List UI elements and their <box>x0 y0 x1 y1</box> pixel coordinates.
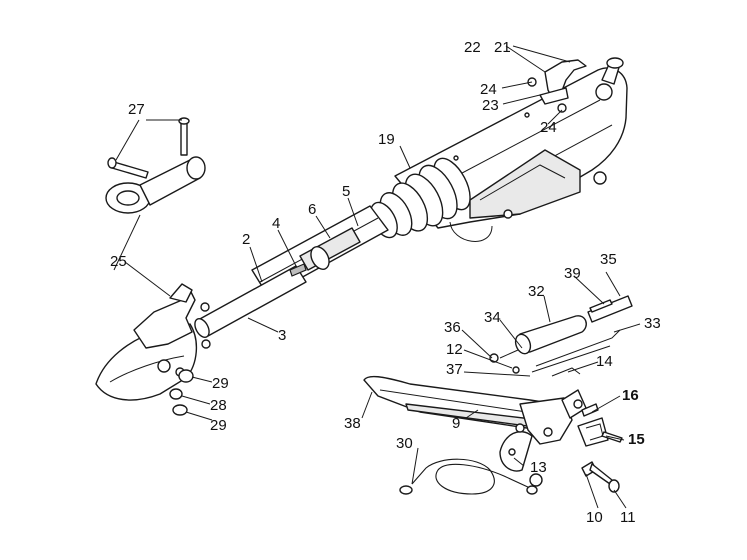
label-29-top: 29 <box>212 375 229 392</box>
label-33: 33 <box>644 315 661 332</box>
bellows <box>370 157 471 239</box>
top-bracket-parts <box>524 59 587 118</box>
coupling-head <box>95 283 197 401</box>
label-12: 12 <box>446 341 463 358</box>
ratchet-plate <box>499 423 543 487</box>
label-4: 4 <box>272 215 280 232</box>
label-21: 21 <box>494 39 511 56</box>
label-14: 14 <box>596 353 613 370</box>
label-5: 5 <box>342 183 350 200</box>
drawbar <box>194 205 389 349</box>
handbrake-lever <box>363 375 587 445</box>
label-15: 15 <box>628 431 645 448</box>
label-27: 27 <box>128 101 145 118</box>
label-13: 13 <box>530 459 547 476</box>
brake-damper-parts <box>489 295 633 377</box>
label-22: 22 <box>464 39 481 56</box>
label-19: 19 <box>378 131 395 148</box>
label-37: 37 <box>446 361 463 378</box>
label-9: 9 <box>452 415 460 432</box>
leader-lines <box>113 45 641 509</box>
callout-labels: 22 21 24 23 24 19 27 25 2 4 6 5 3 29 28 … <box>110 39 661 526</box>
label-35: 35 <box>600 251 617 268</box>
label-25: 25 <box>110 253 127 270</box>
towing-eye <box>105 117 206 214</box>
label-24-bottom: 24 <box>540 119 557 136</box>
label-28: 28 <box>210 397 227 414</box>
label-2: 2 <box>242 231 250 248</box>
label-38: 38 <box>344 415 361 432</box>
label-32: 32 <box>528 283 545 300</box>
label-11: 11 <box>620 509 636 526</box>
label-24-top: 24 <box>480 81 497 98</box>
label-39: 39 <box>564 265 581 282</box>
label-29-bottom: 29 <box>210 417 227 434</box>
label-16: 16 <box>622 387 639 404</box>
breakaway-cable <box>399 458 538 495</box>
label-30: 30 <box>396 435 413 452</box>
bolts-pins <box>577 403 623 493</box>
label-6: 6 <box>308 201 316 218</box>
label-10: 10 <box>586 509 603 526</box>
label-3: 3 <box>278 327 286 344</box>
label-34: 34 <box>484 309 501 326</box>
label-36: 36 <box>444 319 461 336</box>
label-23: 23 <box>482 97 499 114</box>
nut-washers <box>169 369 194 416</box>
